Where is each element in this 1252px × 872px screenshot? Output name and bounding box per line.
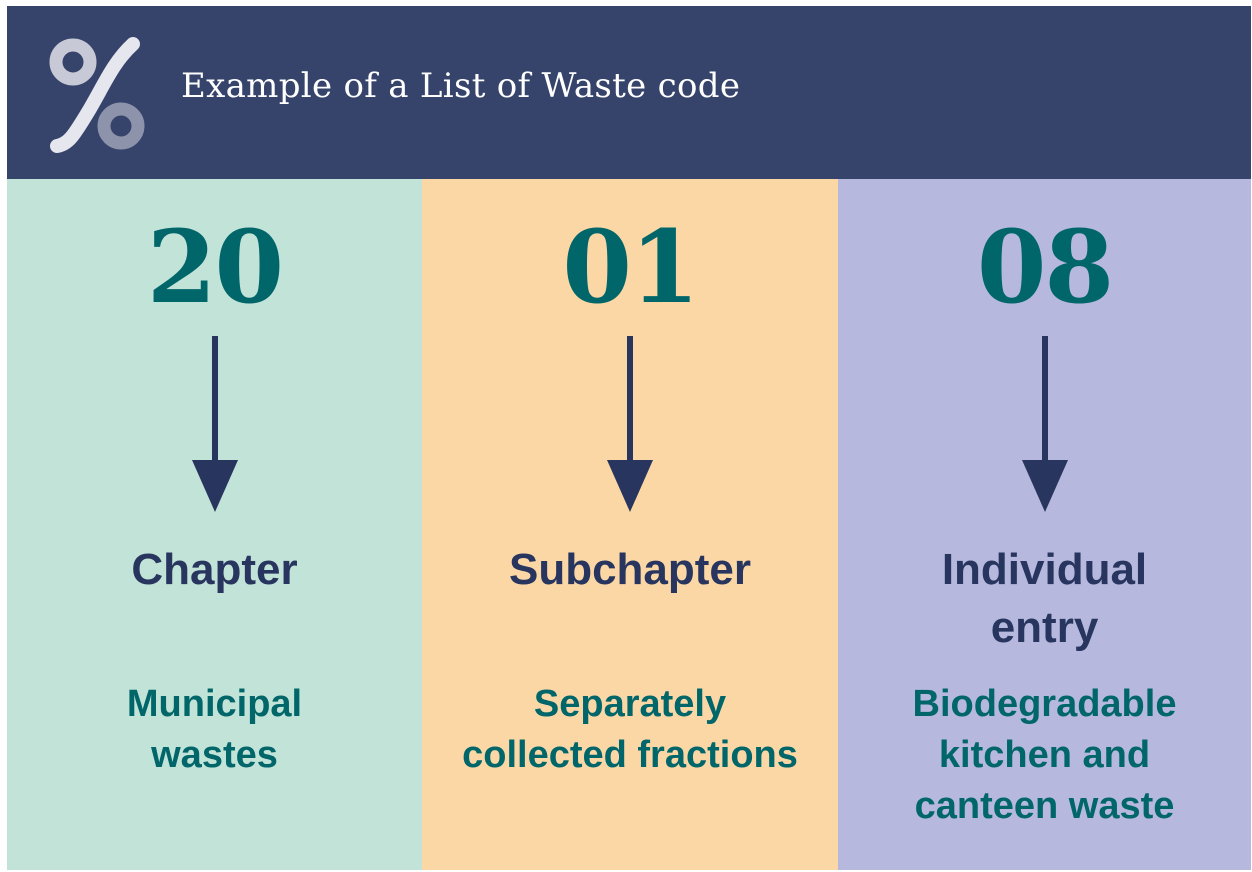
entry-description-line: kitchen and <box>938 734 1151 776</box>
infographic: Example of a List of Waste code 20 Chapt… <box>7 6 1251 870</box>
down-arrow-icon <box>607 336 653 512</box>
chapter-description-line: wastes <box>151 734 278 776</box>
entry-label: Individual entry <box>838 541 1251 657</box>
entry-label-line: Individual <box>941 545 1148 594</box>
entry-label-line: entry <box>990 603 1099 652</box>
chapter-code: 20 <box>146 208 284 326</box>
column-individual-entry: 08 Individual entry Biodegradable kitche… <box>838 179 1251 870</box>
code-breakdown: 20 Chapter Municipal wastes 01 Subchapte… <box>7 179 1251 870</box>
subchapter-description-line: Separately <box>533 683 727 725</box>
chapter-label: Chapter <box>7 541 422 599</box>
chapter-description: Municipal wastes <box>7 679 422 781</box>
subchapter-description-line: collected fractions <box>462 734 798 776</box>
subchapter-label: Subchapter <box>422 541 838 599</box>
scissors-loop-logo-icon <box>49 37 145 153</box>
entry-code: 08 <box>976 208 1114 326</box>
subchapter-description: Separately collected fractions <box>422 679 838 781</box>
entry-description-line: Biodegradable <box>912 683 1177 725</box>
header-banner: Example of a List of Waste code <box>7 6 1251 179</box>
entry-description-line: canteen waste <box>914 785 1175 827</box>
entry-description: Biodegradable kitchen and canteen waste <box>838 679 1251 832</box>
down-arrow-icon <box>191 336 238 512</box>
subchapter-code: 01 <box>562 208 699 326</box>
chapter-label-line: Chapter <box>131 545 298 594</box>
page-title: Example of a List of Waste code <box>181 66 741 106</box>
down-arrow-icon <box>1021 336 1068 512</box>
subchapter-label-line: Subchapter <box>508 545 752 594</box>
chapter-description-line: Municipal <box>126 683 303 725</box>
column-subchapter: 01 Subchapter Separately collected fract… <box>422 179 838 870</box>
column-chapter: 20 Chapter Municipal wastes <box>7 179 422 870</box>
